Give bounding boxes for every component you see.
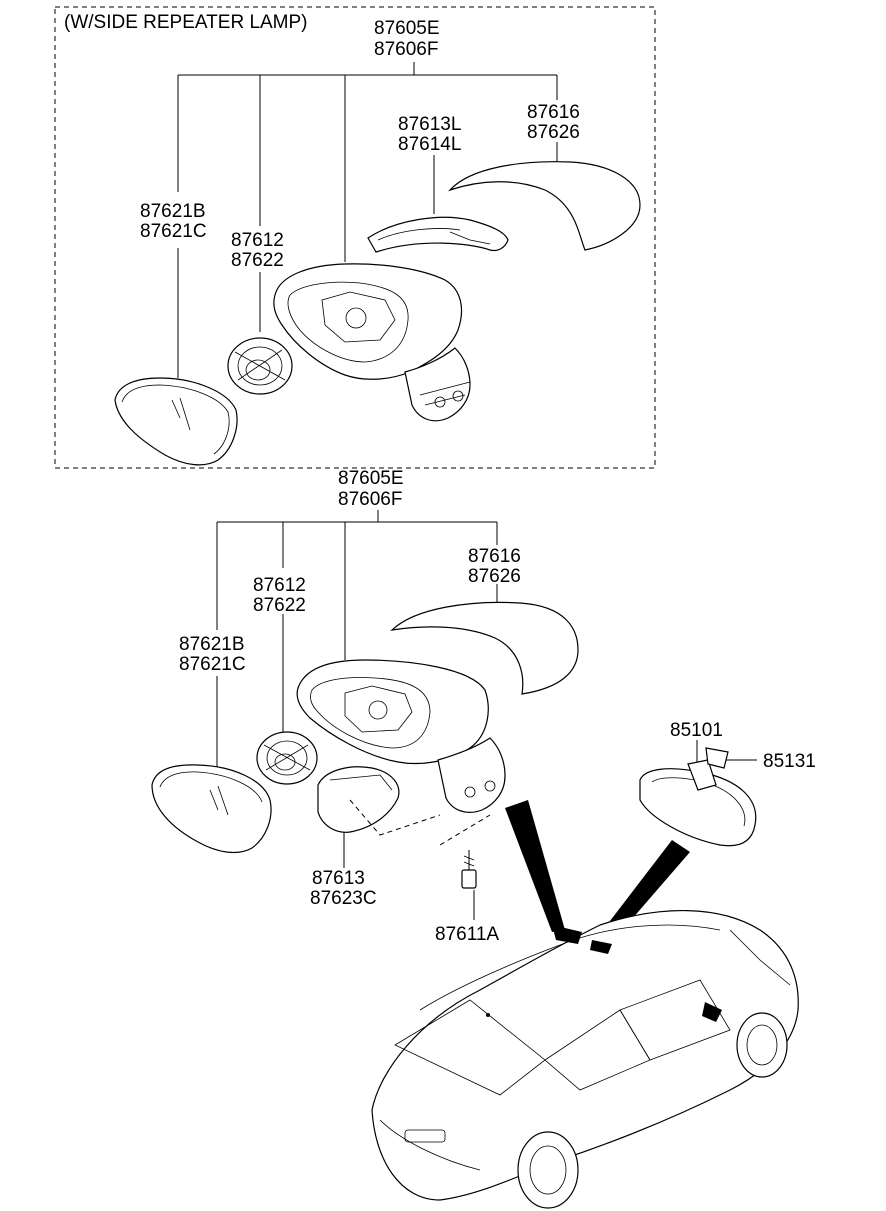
upper-repeater-label-1[interactable]: 87613L (398, 114, 461, 135)
lower-section: 87605E 87606F 87616 87626 87612 87622 87… (151, 468, 816, 1209)
lower-leader-lines (216, 510, 757, 920)
lower-glass-label-1[interactable]: 87621B (179, 634, 245, 655)
lower-garnish-part[interactable] (317, 766, 441, 836)
vehicle-illustration (371, 910, 799, 1209)
pointer-arrow-right (600, 840, 690, 942)
lower-garnish-label-1[interactable]: 87613 (312, 868, 365, 889)
upper-mirror-cover-part[interactable] (448, 161, 641, 251)
lower-mirror-cover-label[interactable]: 85131 (763, 751, 816, 772)
lower-actuator-label-2[interactable]: 87622 (253, 595, 306, 616)
lower-bolt-part[interactable] (439, 814, 491, 889)
pointer-arrow-left (505, 800, 565, 932)
upper-section: (W/SIDE REPEATER LAMP) 87605E 87606F 876… (54, 6, 656, 469)
lower-assembly-label-2[interactable]: 87606F (338, 489, 402, 510)
upper-dashed-frame (54, 6, 656, 469)
upper-actuator-part[interactable] (227, 337, 293, 395)
lower-cover-label-1[interactable]: 87616 (468, 546, 521, 567)
upper-actuator-label-1[interactable]: 87612 (231, 230, 284, 251)
lower-inside-mirror-part[interactable] (639, 747, 757, 847)
upper-cover-label-2[interactable]: 87626 (527, 122, 580, 143)
lower-mirror-glass-part[interactable] (151, 764, 272, 854)
upper-glass-label-1[interactable]: 87621B (140, 201, 206, 222)
upper-assembly-label-2[interactable]: 87606F (374, 39, 438, 60)
lower-actuator-part[interactable] (256, 731, 318, 785)
upper-mirror-glass-part[interactable] (114, 377, 238, 466)
lower-assembly-label-1[interactable]: 87605E (338, 468, 404, 489)
lower-mirror-housing-part[interactable] (296, 659, 506, 813)
lower-actuator-label-1[interactable]: 87612 (253, 575, 306, 596)
lower-inside-mirror-label[interactable]: 85101 (670, 720, 723, 741)
lower-cover-label-2[interactable]: 87626 (468, 566, 521, 587)
upper-title: (W/SIDE REPEATER LAMP) (64, 12, 308, 33)
upper-cover-label-1[interactable]: 87616 (527, 102, 580, 123)
upper-assembly-label-1[interactable]: 87605E (374, 18, 440, 39)
upper-mirror-housing-part[interactable] (273, 263, 471, 422)
upper-repeater-label-2[interactable]: 87614L (398, 134, 461, 155)
upper-glass-label-2[interactable]: 87621C (140, 221, 207, 242)
lower-garnish-label-2[interactable]: 87623C (310, 888, 377, 909)
lower-glass-label-2[interactable]: 87621C (179, 654, 246, 675)
lower-bolt-label[interactable]: 87611A (435, 924, 499, 945)
lower-mirror-cover-part[interactable] (390, 601, 579, 695)
upper-actuator-label-2[interactable]: 87622 (231, 250, 284, 271)
upper-repeater-lamp-part[interactable] (367, 216, 509, 253)
upper-leader-lines (177, 62, 558, 378)
